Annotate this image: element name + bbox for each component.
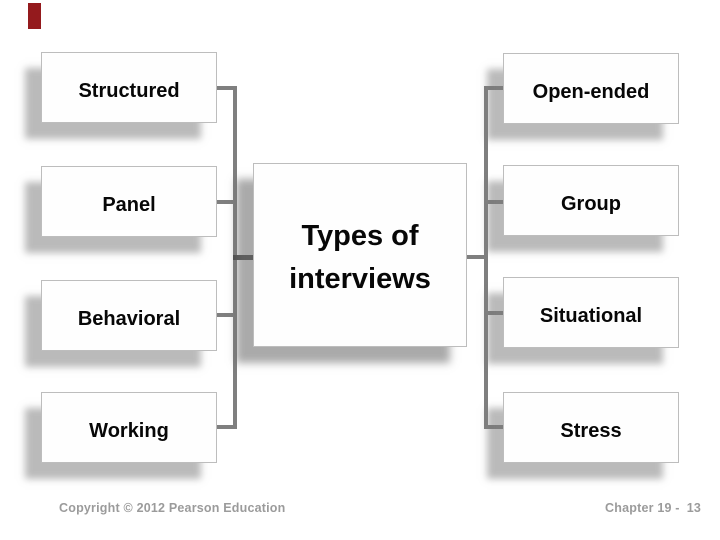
connector-group	[484, 200, 506, 204]
footer-copyright: Copyright © 2012 Pearson Education	[59, 501, 286, 515]
connector-open-ended	[484, 86, 506, 90]
interview-type-box-working: Working	[41, 392, 217, 463]
interview-type-box-situational: Situational	[503, 277, 679, 348]
interview-type-box-structured: Structured	[41, 52, 217, 123]
connector-situational	[484, 311, 506, 315]
slide-accent-bar	[28, 3, 41, 29]
diagram-center-box: Types of interviews	[253, 163, 467, 347]
interview-type-box-group: Group	[503, 165, 679, 236]
connector-structured	[215, 86, 237, 90]
box-label-structured: Structured	[78, 79, 180, 102]
interview-type-box-behavioral: Behavioral	[41, 280, 217, 351]
connector-behavioral	[215, 313, 237, 317]
box-label-situational: Situational	[539, 304, 643, 327]
connector-stress	[484, 425, 506, 429]
right-trunk-connector	[484, 86, 488, 429]
box-label-working: Working	[89, 419, 169, 442]
connector-working	[215, 425, 237, 429]
footer-page-number: 13	[686, 501, 701, 515]
diagram-title: Types of interviews	[289, 220, 431, 295]
footer-chapter-label: Chapter 19 -	[605, 501, 680, 515]
box-label-group: Group	[561, 192, 621, 215]
interview-type-box-stress: Stress	[503, 392, 679, 463]
box-label-open-ended: Open-ended	[532, 80, 650, 103]
interview-type-box-panel: Panel	[41, 166, 217, 237]
box-label-panel: Panel	[102, 193, 156, 216]
footer-chapter: Chapter 19 - 13	[605, 501, 701, 515]
box-label-stress: Stress	[560, 419, 622, 442]
connector-panel	[215, 200, 237, 204]
center-connector-right	[465, 255, 486, 259]
box-label-behavioral: Behavioral	[77, 307, 181, 330]
center-connector-left	[233, 255, 254, 260]
interview-type-box-open-ended: Open-ended	[503, 53, 679, 124]
